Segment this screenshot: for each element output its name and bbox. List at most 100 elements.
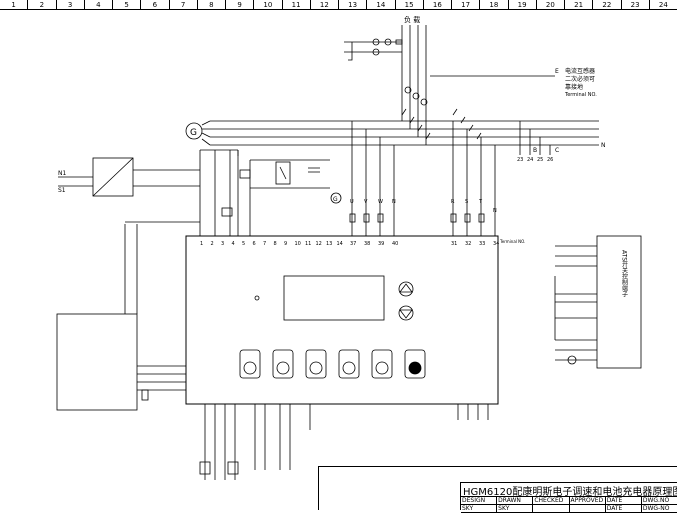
generator-label: G xyxy=(190,128,197,138)
title-block-value-4: DATE xyxy=(606,505,642,512)
terminal-12: 12 xyxy=(316,241,322,247)
terminal-10: 10 xyxy=(295,241,301,247)
load-bus-label: 负 载 xyxy=(401,15,427,145)
right-n-label: N xyxy=(601,142,606,149)
ruler-col-18: 18 xyxy=(480,0,509,9)
terminal-9: 9 xyxy=(284,241,287,247)
ruler-col-22: 22 xyxy=(593,0,622,9)
mains-close-button-face xyxy=(408,361,422,375)
stop-button-face xyxy=(243,361,257,375)
generator-symbol: G xyxy=(185,120,211,146)
gen-voltage-sense: U V W N xyxy=(349,121,396,236)
title-block-header-1: DRAWN xyxy=(497,497,534,504)
ruler-col-5: 5 xyxy=(113,0,142,9)
ruler-col-17: 17 xyxy=(452,0,481,9)
auto-button-face xyxy=(309,361,323,375)
ct-c-label: C xyxy=(555,147,559,154)
ruler-col-3: 3 xyxy=(57,0,85,9)
terminal-3: 3 xyxy=(221,241,224,247)
charger-n1-label: N1 xyxy=(58,170,66,177)
terminal-33: 33 xyxy=(479,241,485,247)
terminal-no-2: Terminal NO. xyxy=(499,239,525,244)
top-lamp-circuit xyxy=(344,38,403,61)
terminal-1: 1 xyxy=(200,241,203,247)
label-n-gen: N xyxy=(392,199,396,205)
terminal-40: 40 xyxy=(392,241,398,247)
ruler-col-6: 6 xyxy=(141,0,170,9)
status-led xyxy=(254,295,260,301)
manual-button-face xyxy=(276,361,290,375)
ruler-col-12: 12 xyxy=(311,0,339,9)
ruler-col-2: 2 xyxy=(28,0,57,9)
ruler-col-23: 23 xyxy=(622,0,650,9)
bus-end-marks: N xyxy=(595,120,606,149)
auto-button xyxy=(305,349,327,379)
terminal-7: 7 xyxy=(263,241,266,247)
ecu-connector xyxy=(56,224,186,411)
terminal-6: 6 xyxy=(253,241,256,247)
ruler-col-9: 9 xyxy=(226,0,255,9)
terminal-4: 4 xyxy=(232,241,235,247)
ct-terminal-26: 26 xyxy=(547,157,553,163)
ruler-col-11: 11 xyxy=(283,0,311,9)
gen-close-button xyxy=(371,349,393,379)
gen-close-button-face xyxy=(375,361,389,375)
ruler-col-10: 10 xyxy=(254,0,283,9)
mains-close-button xyxy=(404,349,426,379)
terminal-31: 31 xyxy=(451,241,457,247)
relay-area: G xyxy=(125,149,342,236)
label-r: R xyxy=(451,199,455,205)
start-button xyxy=(338,349,360,379)
terminal-13: 13 xyxy=(326,241,332,247)
terminal-37: 37 xyxy=(350,241,356,247)
terminal-11: 11 xyxy=(305,241,311,247)
up-key xyxy=(399,283,413,293)
ats-label: ATS开关控制端子 xyxy=(621,250,628,297)
down-key xyxy=(399,309,413,319)
ruler-col-19: 19 xyxy=(509,0,537,9)
mains-voltage-sense: R S T N Terminal NO. xyxy=(450,121,525,244)
ruler-col-1: 1 xyxy=(0,0,29,9)
title-block-value-3 xyxy=(570,505,606,512)
label-w: W xyxy=(378,199,383,205)
manual-button xyxy=(272,349,294,379)
title-block-frame xyxy=(318,466,677,510)
ruler-col-21: 21 xyxy=(565,0,594,9)
ruler-col-16: 16 xyxy=(424,0,452,9)
title-block-header-0: DESIGN xyxy=(461,497,498,504)
label-s: S xyxy=(465,199,468,205)
ruler-col-15: 15 xyxy=(396,0,424,9)
title-block-header-5: DWG.NO xyxy=(642,497,670,504)
ruler-col-13: 13 xyxy=(339,0,368,9)
title-block-header-2: CHECKED xyxy=(533,497,570,504)
title-block-value-0: SKY xyxy=(461,505,498,512)
label-n: N xyxy=(493,208,497,214)
ats-terminal-block: ATS开关控制端子 xyxy=(554,235,642,369)
ct-terminal-25: 25 xyxy=(537,157,543,163)
bottom-io-lines xyxy=(199,404,489,480)
terminal-8: 8 xyxy=(274,241,277,247)
ruler-col-7: 7 xyxy=(170,0,198,9)
title-block-value-2 xyxy=(533,505,570,512)
title-block-value-1: SKY xyxy=(497,505,534,512)
terminal-2: 2 xyxy=(211,241,214,247)
title-block-header-3: APPROVED xyxy=(570,497,606,504)
charger-s1-label: S1 xyxy=(58,187,66,194)
stop-button xyxy=(239,349,261,379)
pickup-g-label: G xyxy=(333,196,338,203)
terminal-38: 38 xyxy=(364,241,370,247)
terminal-5: 5 xyxy=(242,241,245,247)
main-breaker-contacts xyxy=(401,108,482,140)
ruler-col-14: 14 xyxy=(367,0,396,9)
svg-text:负 载: 负 载 xyxy=(404,15,420,24)
terminal-34: 34 xyxy=(493,241,499,247)
ruler-col-4: 4 xyxy=(85,0,113,9)
ruler-col-20: 20 xyxy=(537,0,565,9)
battery-charger: N1 S1 xyxy=(58,157,200,197)
